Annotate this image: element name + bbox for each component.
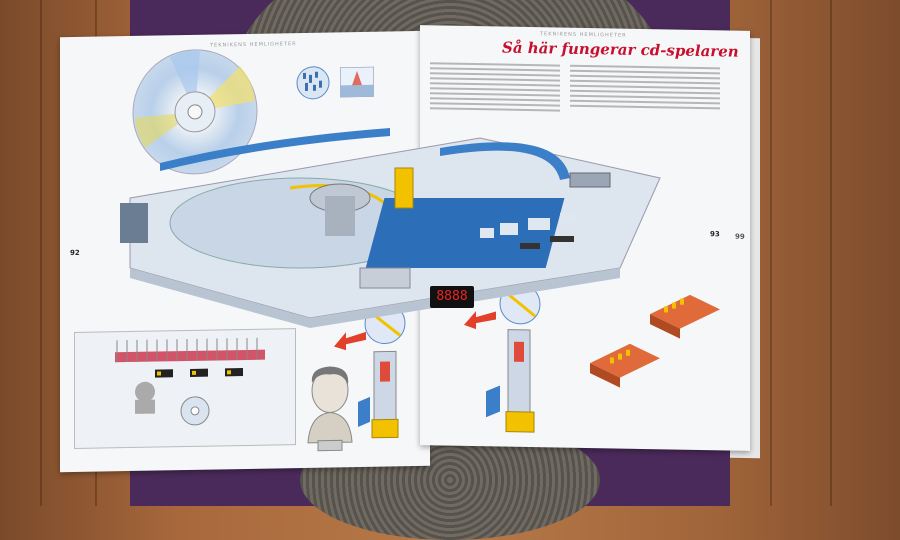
red-arrow-icon bbox=[334, 331, 366, 351]
sampling-diagram-icon bbox=[115, 337, 265, 426]
left-page: TEKNIKENS HEMLIGHETER bbox=[60, 30, 430, 473]
cd-disc-icon bbox=[132, 49, 258, 175]
red-arrow-right-page-icon bbox=[464, 311, 496, 330]
pit-magnifier-icon bbox=[296, 66, 330, 100]
laser-beam-icon bbox=[340, 66, 374, 98]
cd-player-cutaway-illustration bbox=[120, 128, 661, 328]
chip-diagram-icon bbox=[590, 294, 720, 388]
illustration-panel bbox=[74, 328, 296, 449]
beethoven-bust-icon bbox=[307, 366, 353, 452]
seven-segment-display: 8888 bbox=[430, 286, 474, 308]
open-book: TEKNIKENS HEMLIGHETER bbox=[60, 25, 760, 473]
